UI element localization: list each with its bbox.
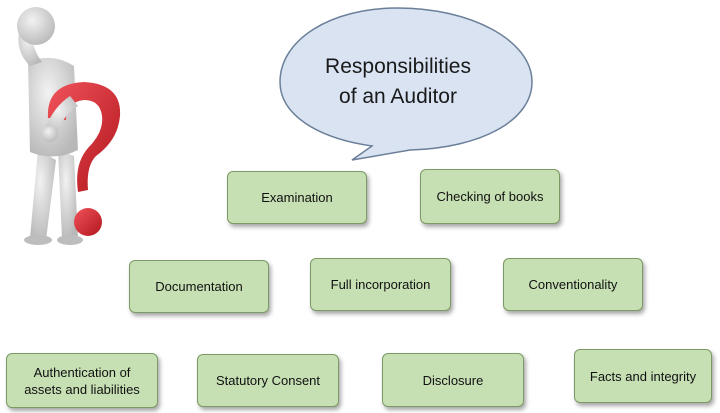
box-conventionality: Conventionality (503, 258, 643, 311)
title-line-2: of an Auditor (339, 85, 457, 108)
box-facts-and-integrity: Facts and integrity (574, 349, 712, 403)
box-checking-of-books: Checking of books (420, 169, 560, 224)
box-statutory-consent: Statutory Consent (197, 354, 339, 407)
thinking-person-icon (17, 7, 121, 245)
title-line-1: Responsibilities (325, 55, 471, 78)
box-full-incorporation: Full incorporation (310, 258, 451, 311)
diagram-title: Responsibilities of an Auditor (288, 52, 508, 112)
box-authentication: Authentication of assets and liabilities (6, 353, 158, 408)
box-disclosure: Disclosure (382, 353, 524, 407)
box-documentation: Documentation (129, 260, 269, 313)
box-examination: Examination (227, 171, 367, 224)
